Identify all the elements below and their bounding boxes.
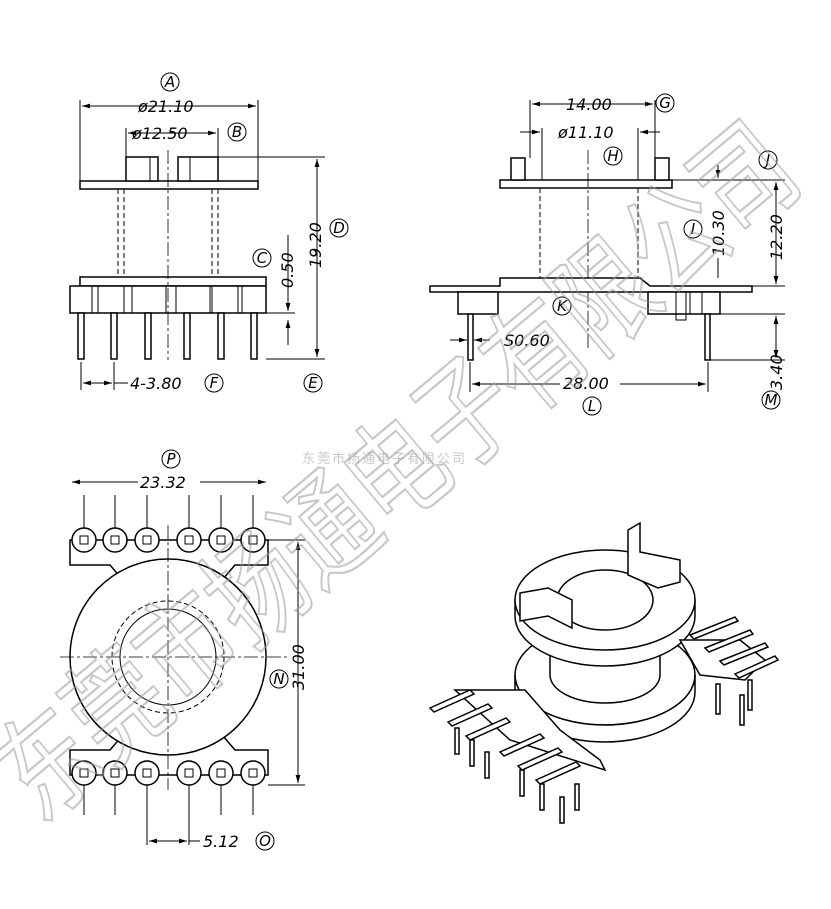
bottom-view: 23.32 P 31.00 N 5.12 O [60,449,308,851]
dim-outer-diameter: ø21.10 [137,97,194,116]
dim-height-inner: 10.30 [709,210,728,256]
label-p: P [166,450,176,468]
dim-total-width: 28.00 [563,374,609,393]
label-m: M [765,391,778,409]
dim-width-top: 14.00 [566,95,612,114]
watermark-small: 东莞市扬通电子有限公司 [302,451,467,467]
top-pin-row [71,495,266,553]
dim-width: 23.32 [140,473,186,492]
isometric-view [428,521,780,824]
label-d: D [333,219,345,237]
label-h: H [607,147,618,165]
dim-pin-spacing: 5.12 [203,832,239,851]
label-j: J [763,151,770,169]
dim-length: 31.00 [289,644,308,690]
label-b: B [232,123,242,141]
watermark-large: 东莞市扬通电子有限公司 [0,98,824,847]
dim-height: 19.20 [306,222,325,268]
side-view: 14.00 G ø11.10 H 12.20 10.30 J I 3.40 M … [429,93,786,416]
label-i: I [691,220,696,238]
label-f: F [210,374,219,392]
label-l: L [588,397,596,415]
dim-inner-diameter: ø12.50 [131,124,188,143]
dim-height-total: 12.20 [767,214,786,260]
dim-pin-height: 3.40 [767,354,786,390]
dim-flange: 0.50 [278,252,297,288]
label-c: C [257,249,268,267]
bottom-pin-row [71,760,266,845]
label-n: N [273,670,284,688]
dim-pin-pitch: 4-3.80 [130,374,182,393]
label-k: K [557,297,568,315]
label-e: E [308,374,318,392]
dim-pin-diameter: S0.60 [504,331,550,350]
label-a: A [164,73,175,91]
label-o: O [259,832,271,850]
front-view: ø21.10 A ø12.50 B 19.20 D 0.50 C 4-3.80 … [69,72,349,393]
iso-back-pins [688,616,780,726]
iso-front-pins [428,689,582,824]
dim-core-diameter: ø11.10 [557,123,614,142]
label-g: G [659,94,671,112]
